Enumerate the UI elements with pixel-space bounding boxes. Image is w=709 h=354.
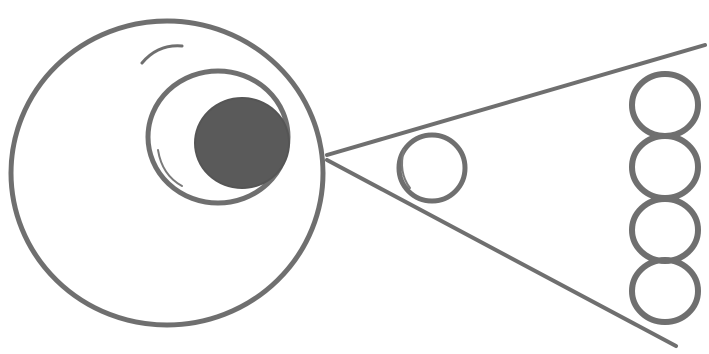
- pupil: [195, 98, 289, 188]
